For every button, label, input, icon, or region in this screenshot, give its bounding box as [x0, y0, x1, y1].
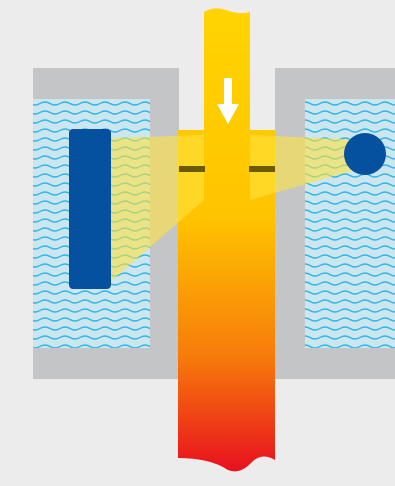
- right-wave-lines: [305, 99, 395, 348]
- arrow-down-icon: [217, 78, 239, 124]
- right-light-fan: [250, 135, 362, 200]
- blue-bar: [69, 129, 111, 289]
- right-liquid-chamber: [305, 99, 395, 348]
- beam-column: [178, 8, 275, 472]
- right-slit-mark: [249, 166, 275, 172]
- left-slit-mark: [179, 166, 205, 172]
- blue-dot: [344, 133, 386, 175]
